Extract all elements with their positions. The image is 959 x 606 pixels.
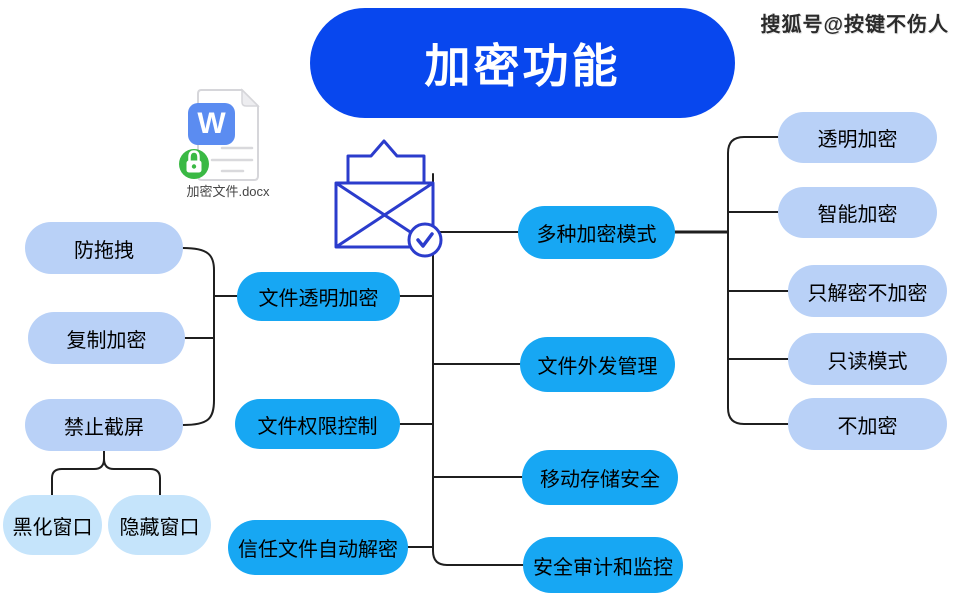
node-removable-storage-security[interactable]: 移动存储安全 [522, 450, 678, 505]
lock-keyhole [191, 164, 197, 169]
word-badge-letter: W [197, 107, 226, 140]
node-file-outgoing-management[interactable]: 文件外发管理 [520, 337, 675, 392]
connector-fork-hide-window [103, 450, 161, 496]
word-badge [188, 103, 235, 145]
watermark-text: 搜狐号@按键不伤人 [760, 14, 949, 36]
node-mode-transparent[interactable]: 透明加密 [778, 112, 937, 163]
check-circle [407, 222, 443, 258]
node-security-audit-monitoring[interactable]: 安全审计和监控 [523, 537, 683, 593]
node-mode-readonly[interactable]: 只读模式 [788, 333, 947, 385]
node-copy-encrypt[interactable]: 复制加密 [28, 312, 185, 364]
document-fold-corner [241, 88, 260, 107]
node-multiple-encryption-modes[interactable]: 多种加密模式 [518, 206, 675, 259]
lock-shackle-icon [188, 150, 200, 161]
node-file-permission-control[interactable]: 文件权限控制 [235, 399, 400, 449]
envelope-fold-line-2 [335, 181, 434, 249]
connector-right-bracket [727, 136, 789, 425]
root-topic-node[interactable]: 加密功能 [310, 8, 735, 118]
envelope-check-icon [334, 139, 443, 258]
connector-fork-blackout-window [51, 450, 105, 496]
node-mode-smart[interactable]: 智能加密 [778, 187, 937, 238]
document-text-lines [210, 146, 254, 173]
node-trusted-file-auto-decrypt[interactable]: 信任文件自动解密 [228, 520, 408, 575]
node-mode-decrypt-only[interactable]: 只解密不加密 [788, 265, 947, 317]
node-anti-drag[interactable]: 防拖拽 [25, 222, 183, 274]
connector-left-bracket [182, 247, 215, 426]
node-no-screenshot[interactable]: 禁止截屏 [25, 399, 183, 451]
connector-trunk [432, 173, 524, 566]
docx-filename-label: 加密文件.docx [186, 184, 270, 199]
node-hide-window[interactable]: 隐藏窗口 [108, 495, 211, 555]
node-file-transparent-encryption[interactable]: 文件透明加密 [237, 272, 400, 321]
encrypted-docx-icon: W [179, 88, 260, 181]
node-mode-no-encrypt[interactable]: 不加密 [788, 398, 947, 450]
check-mark-icon [416, 232, 434, 248]
node-blackout-window[interactable]: 黑化窗口 [3, 495, 102, 555]
